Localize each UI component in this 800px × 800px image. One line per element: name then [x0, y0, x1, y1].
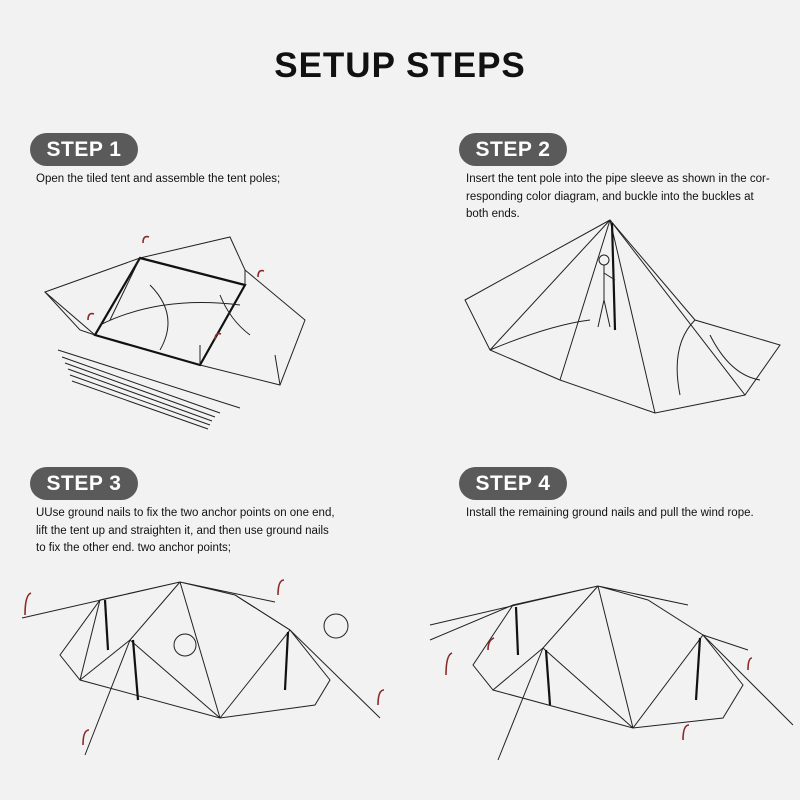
- raising-tent-illustration: [464, 219, 781, 414]
- step-3-badge: STEP 3: [30, 467, 138, 500]
- step-1-badge: STEP 1: [30, 133, 138, 166]
- wind-rope-tent-illustration: [429, 585, 794, 761]
- step-4-text: Install the remaining ground nails and p…: [466, 507, 754, 519]
- anchoring-tent-illustration: [21, 579, 385, 756]
- page-title: SETUP STEPS: [274, 46, 526, 85]
- step-3-text: UUse ground nails to fix the two anchor …: [36, 507, 335, 554]
- step-2-text: Insert the tent pole into the pipe sleev…: [466, 173, 770, 220]
- step-4-badge: STEP 4: [459, 467, 567, 500]
- step-2-badge: STEP 2: [459, 133, 567, 166]
- flat-tent-illustration: [44, 235, 306, 430]
- step-1-text: Open the tiled tent and assemble the ten…: [36, 173, 281, 185]
